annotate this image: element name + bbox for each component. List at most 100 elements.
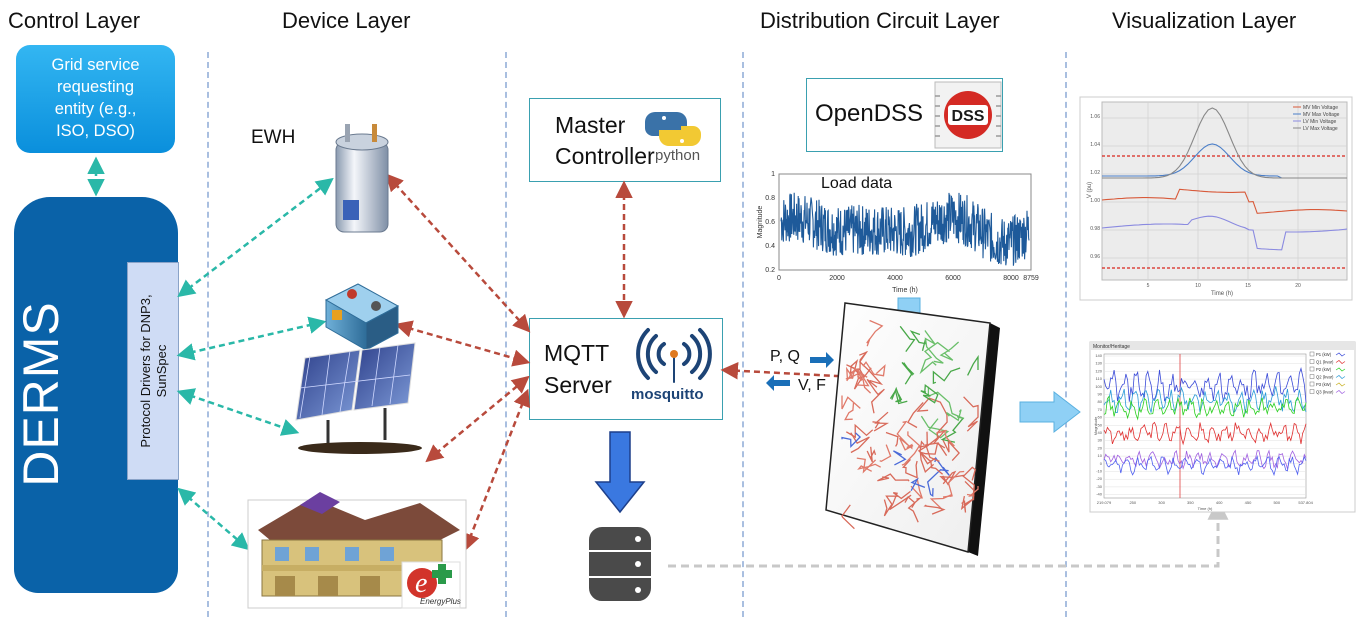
power-legend-swatch: [1335, 360, 1346, 364]
voltage-xtick: 15: [1245, 283, 1251, 289]
power-ytick: 70: [1098, 407, 1103, 412]
voltage-ytick: 1.06: [1090, 114, 1100, 120]
feeder-branch: [885, 431, 899, 447]
derms-solar-link: [176, 388, 300, 436]
power-ytick: 40: [1098, 430, 1103, 435]
feeder-branch: [906, 401, 924, 429]
power-ytick: 130: [1095, 361, 1102, 366]
feeder-branch: [879, 444, 892, 463]
power-ytick: 60: [1098, 415, 1103, 420]
power-series-p2: [1103, 395, 1307, 421]
load-xtick: 0: [777, 275, 781, 282]
power-xtick: 219.079: [1097, 500, 1112, 505]
power-legend-label: P2 (kW): [1316, 367, 1332, 372]
feeder-branch: [909, 330, 927, 351]
feeder-branch: [901, 458, 918, 479]
teal-links: [87, 156, 334, 551]
grid-service-entity-box: Grid service requesting entity (e.g., IS…: [16, 45, 175, 153]
power-ytick: -20: [1096, 476, 1103, 481]
dss-logo-icon: DSS: [934, 81, 1002, 149]
voltage-xtick: 5: [1147, 283, 1150, 289]
power-ytick: 140: [1095, 353, 1102, 358]
solar-panels-icon: [295, 342, 422, 454]
load-ytick: 0.8: [765, 195, 775, 202]
power-ytick: 120: [1095, 368, 1102, 373]
building-icon: e EnergyPlus: [247, 492, 467, 609]
opendss-label: OpenDSS: [815, 100, 924, 127]
power-ytick: -10: [1096, 469, 1103, 474]
feeder-branch: [916, 397, 948, 440]
power-chart-title: Monitor/Heritage: [1093, 344, 1130, 350]
feeder-branch: [901, 431, 921, 466]
voltage-legend-label: LV Max Voltage: [1303, 126, 1338, 132]
power-ytick: 0: [1100, 461, 1103, 466]
voltage-ytick: 1.04: [1090, 142, 1100, 148]
feeder-branch: [920, 415, 950, 439]
feeder-branch: [942, 470, 965, 498]
load-xtick: 4000: [887, 275, 903, 282]
grid-entity-line-2: requesting: [56, 78, 135, 96]
feeder-branch: [939, 341, 960, 361]
voltage-ytick: 1.00: [1090, 198, 1100, 204]
feeder-branch: [889, 490, 912, 511]
load-ytick: 1: [771, 171, 775, 178]
distribution-layer-title: Distribution Circuit Layer: [760, 8, 1000, 33]
voltage-legend-label: MV Max Voltage: [1303, 112, 1340, 118]
separator-distribution-visualization: [1065, 52, 1067, 617]
power-ytick: 90: [1098, 392, 1103, 397]
load-xtick: 6000: [945, 275, 961, 282]
power-ytick: -40: [1096, 492, 1103, 497]
mqtt-to-database-arrow: [594, 431, 646, 514]
master-controller-label: Master Controller: [555, 110, 655, 172]
python-logo-icon: [645, 112, 701, 146]
master-controller-line-1: Master: [555, 112, 626, 138]
voltage-chart-xlabel: Time (h): [1211, 291, 1233, 297]
feeder-branch: [857, 463, 882, 472]
voltage-xtick: 10: [1195, 283, 1201, 289]
feeder-branch: [896, 420, 909, 446]
power-legend-label: P3 (kW): [1316, 382, 1332, 387]
power-ytick: 30: [1098, 438, 1103, 443]
feeder-branch: [877, 473, 910, 482]
separator-controller-distribution: [742, 52, 744, 617]
feeder-branch: [844, 402, 855, 421]
load-chart-ylabel: Magnitude: [757, 206, 764, 239]
feeder-branch: [899, 437, 914, 451]
device-layer-title: Device Layer: [282, 8, 411, 33]
feeder-branch: [866, 446, 877, 463]
power-legend-label: Q1 (kvar): [1316, 360, 1334, 365]
power-series-q2: [1103, 421, 1307, 446]
feeder-branch: [920, 383, 939, 404]
python-logo-text: python: [655, 147, 701, 164]
lv-min-voltage-series: [1101, 215, 1348, 251]
power-xtick: 450: [1245, 500, 1252, 505]
feeder-branch: [862, 361, 886, 377]
database-to-visualization-link: [668, 498, 1229, 568]
grid-to-visualization-arrow: [1019, 390, 1081, 434]
pq-label: P, Q: [770, 348, 800, 365]
feeder-branch: [883, 495, 899, 517]
mosquitto-logo-text: mosquitto: [631, 386, 704, 403]
power-legend-label: Q2 (kvar): [1316, 375, 1334, 380]
grid-entity-line-4: ISO, DSO): [56, 122, 135, 140]
mv-min-voltage-series: [1101, 188, 1348, 214]
feeder-branch: [841, 395, 861, 410]
power-legend-swatch: [1335, 382, 1346, 387]
load-xtick: 2000: [829, 275, 845, 282]
feeder-branch: [939, 466, 977, 482]
feeder-branch: [904, 495, 916, 508]
energyplus-logo-text: EnergyPlus: [420, 597, 461, 606]
voltage-ytick: 1.02: [1090, 170, 1100, 176]
power-ytick: 10: [1098, 453, 1103, 458]
feeder-branch: [891, 386, 903, 403]
feeder-network-lines: [841, 319, 979, 530]
power-series-p3: [1103, 449, 1307, 471]
pq-arrow-icon: [810, 352, 834, 368]
feeder-branch: [850, 432, 870, 454]
vf-arrow-icon: [766, 375, 790, 391]
mqtt-server-line-1: MQTT: [544, 340, 610, 366]
derms-ewh-link: [177, 177, 334, 298]
voltage-legend-label: MV Min Voltage: [1303, 105, 1338, 111]
power-series-q1: [1103, 386, 1307, 414]
